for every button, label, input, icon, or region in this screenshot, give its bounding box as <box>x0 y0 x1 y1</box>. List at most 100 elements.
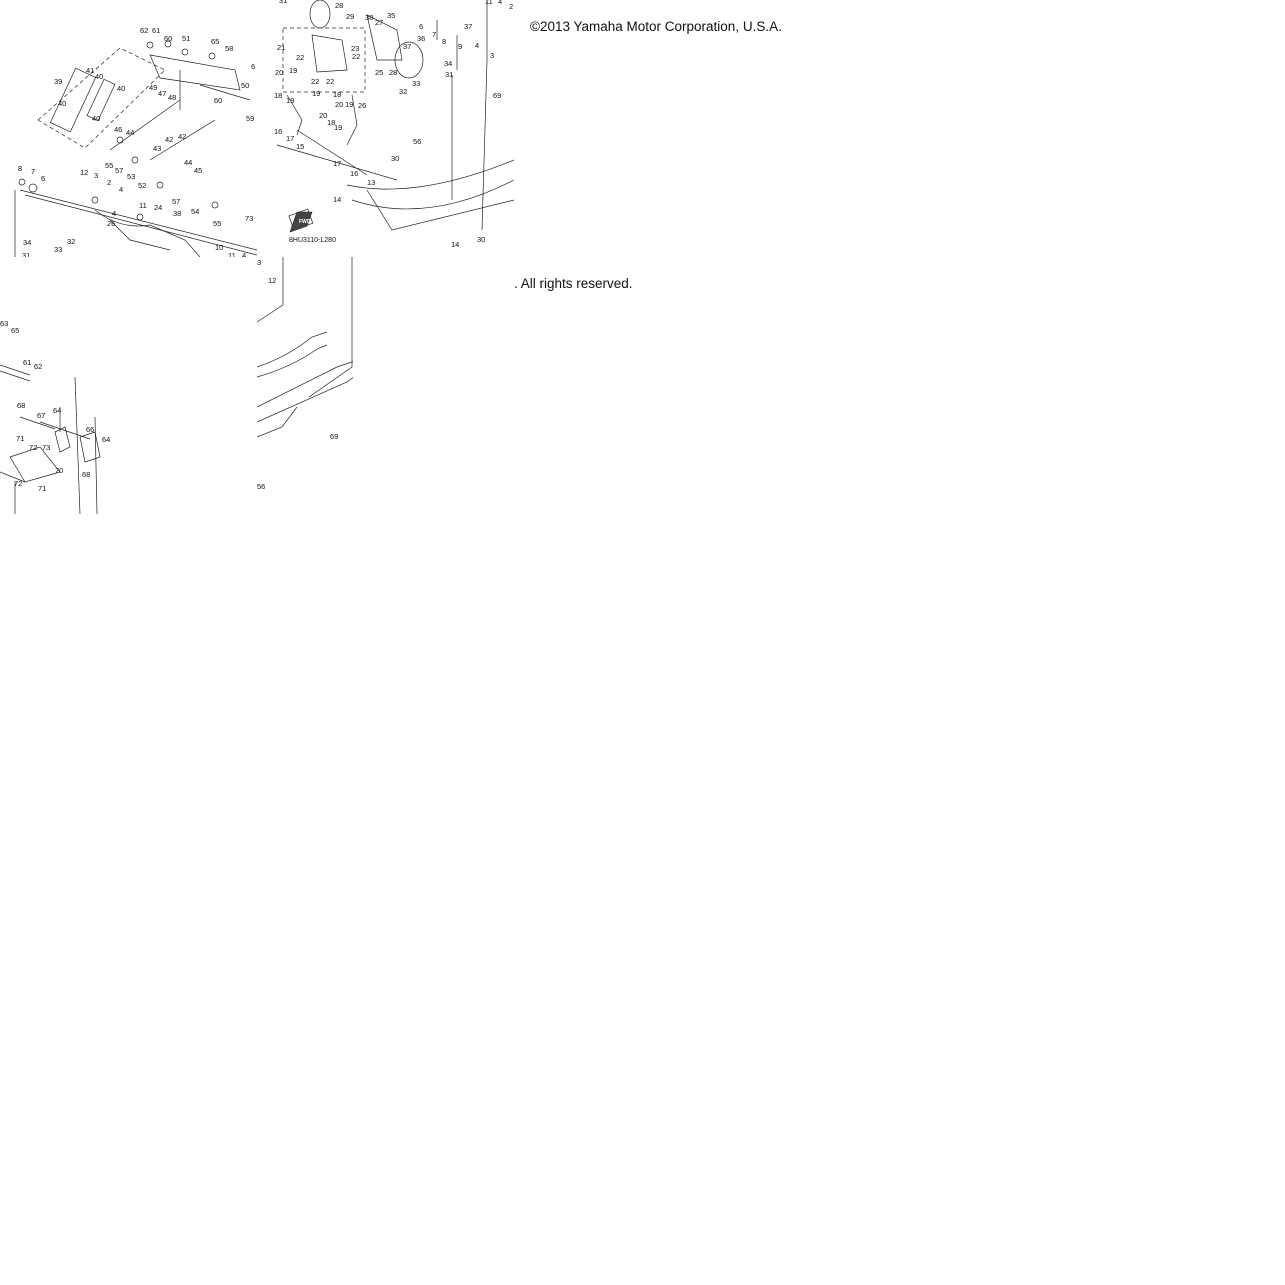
callout-label: 42 <box>178 132 186 141</box>
callout-label: 59 <box>246 114 254 123</box>
callout-label: 58 <box>225 44 233 53</box>
callout-label: 20 <box>335 100 343 109</box>
callout-label: 72 <box>29 443 37 452</box>
callout-label: 40 <box>92 114 100 123</box>
callout-label: 69 <box>330 432 338 441</box>
callout-label: 14 <box>333 195 341 204</box>
callout-label: 18 <box>333 90 341 99</box>
callout-label: 37 <box>464 22 472 31</box>
callout-label: 10 <box>215 243 223 252</box>
fwd-label: FWD <box>299 219 311 225</box>
callout-label: 4 <box>112 209 116 218</box>
callout-label: 22 <box>352 52 360 61</box>
callout-label: 14 <box>451 240 459 249</box>
callout-label: 60 <box>214 96 222 105</box>
callout-label: 2 <box>107 178 111 187</box>
diagram-code: 8HU3110-L280 <box>289 237 336 244</box>
callout-label: 56 <box>413 137 421 146</box>
callout-label: 4 <box>498 0 502 6</box>
callout-label: 38 <box>173 209 181 218</box>
callout-label: 52 <box>138 181 146 190</box>
callout-label: 35 <box>387 11 395 20</box>
callout-label: 61 <box>152 26 160 35</box>
callout-label: 36 <box>417 34 425 43</box>
callout-label: 49 <box>149 83 157 92</box>
callout-label: 44 <box>126 128 134 137</box>
callout-label: 4 <box>119 185 123 194</box>
callout-label: 55 <box>105 161 113 170</box>
callout-label: 71 <box>38 484 46 493</box>
callout-label: 8 <box>18 164 22 173</box>
callout-label: 71 <box>16 434 24 443</box>
callout-label: 67 <box>37 411 45 420</box>
callout-label: 46 <box>114 125 122 134</box>
callout-label: 48 <box>168 93 176 102</box>
callout-label: 60 <box>164 34 172 43</box>
callout-label: 29 <box>346 12 354 21</box>
callout-label: 17 <box>286 134 294 143</box>
callout-label: 73 <box>42 443 50 452</box>
diagram-tile-bottom-middle: 3 12 69 56 <box>257 257 353 497</box>
callout-label: 50 <box>241 81 249 90</box>
callout-label: 6 <box>419 22 423 31</box>
callout-label: 28 <box>335 1 343 10</box>
callout-label: 11 <box>228 251 236 257</box>
callout-label: 54 <box>191 207 199 216</box>
callout-label: 26 <box>107 219 115 228</box>
callout-label: 3 <box>257 258 261 267</box>
callout-label: 66 <box>86 425 94 434</box>
callout-label: 38 <box>365 13 373 22</box>
callout-label: 69 <box>493 91 501 100</box>
callout-label: 68 <box>17 401 25 410</box>
callout-label: 45 <box>194 166 202 175</box>
callout-label: 20 <box>319 111 327 120</box>
callout-label: 41 <box>86 66 94 75</box>
callout-label: 32 <box>67 237 75 246</box>
callout-label: 40 <box>95 72 103 81</box>
callout-label: 19 <box>286 96 294 105</box>
parts-drawing-top-middle: 31 28 29 38 35 27 36 37 21 22 22 23 22 2… <box>274 0 514 249</box>
callout-label: 73 <box>245 214 253 223</box>
callout-label: 47 <box>158 89 166 98</box>
callout-label: 51 <box>182 34 190 43</box>
callout-label: 15 <box>296 142 304 151</box>
callout-label: 9 <box>458 42 462 51</box>
callout-label: 30 <box>391 154 399 163</box>
diagram-tile-top-left: 62 61 60 51 65 58 41 39 40 40 40 40 49 4… <box>0 0 257 257</box>
callout-label: 31 <box>445 70 453 79</box>
callout-label: 19 <box>289 66 297 75</box>
callout-label: 39 <box>54 77 62 86</box>
callout-label: 28 <box>389 68 397 77</box>
callout-label: 22 <box>296 53 304 62</box>
callout-label: 31 <box>279 0 287 5</box>
callout-label: 72 <box>14 479 22 488</box>
diagram-tile-top-middle: 31 28 29 38 35 27 36 37 21 22 22 23 22 2… <box>257 0 514 257</box>
callout-label: 57 <box>172 197 180 206</box>
callout-label: 4 <box>242 251 246 257</box>
callout-label: 32 <box>399 87 407 96</box>
fwd-arrow-icon: FWD <box>289 211 313 233</box>
callout-label: 26 <box>358 101 366 110</box>
callout-label: 21 <box>277 43 285 52</box>
callout-label: 18 <box>327 118 335 127</box>
callout-label: 7 <box>432 30 436 39</box>
callout-label: 70 <box>55 466 63 475</box>
callout-label: 40 <box>58 99 66 108</box>
callout-label: 31 <box>22 251 30 257</box>
callout-label: 8 <box>442 37 446 46</box>
callout-label: 53 <box>127 172 135 181</box>
callout-label: 17 <box>333 159 341 168</box>
parts-drawing-top-left: 62 61 60 51 65 58 41 39 40 40 40 40 49 4… <box>14 26 257 257</box>
callout-label: 62 <box>34 362 42 371</box>
callout-label: 64 <box>102 435 110 444</box>
callout-label: 27 <box>375 18 383 27</box>
callout-label: 11 <box>485 0 493 6</box>
callout-label: 16 <box>350 169 358 178</box>
callout-label: 3 <box>94 171 98 180</box>
rights-reserved-text: . All rights reserved. <box>514 276 633 291</box>
callout-label: 12 <box>268 276 276 285</box>
callout-label: 23 <box>351 44 359 53</box>
callout-label: 65 <box>11 326 19 335</box>
callout-label: 2 <box>509 2 513 11</box>
callout-label: 16 <box>274 127 282 136</box>
